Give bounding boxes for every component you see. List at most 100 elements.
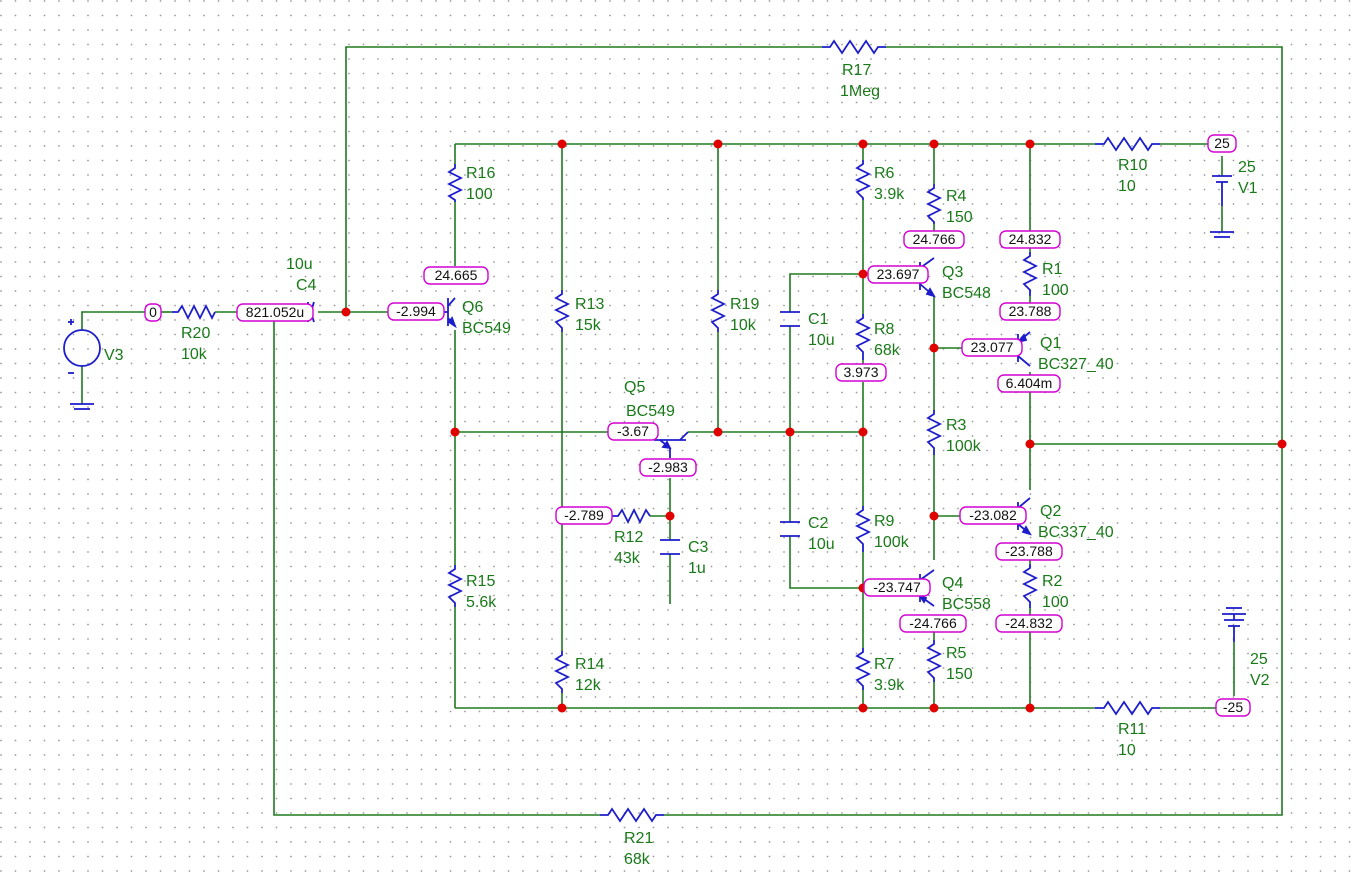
- component-labels: R17 1Meg R16 100 R6 3.9k R4 150 R10 10 2…: [104, 62, 1270, 868]
- voltage-source-v3-symbol: [63, 319, 101, 410]
- voltage-probe[interactable]: -23.788: [995, 542, 1063, 561]
- r10-name: R10: [1118, 157, 1147, 174]
- r21-name: R21: [624, 830, 653, 847]
- r1-value: 100: [1042, 282, 1069, 299]
- voltage-probe[interactable]: 25: [1207, 134, 1237, 153]
- voltage-probes: 0 821.052u 24.665 -2.994 -3.67 -2.983 -2…: [144, 134, 1251, 717]
- resistor-r2-symbol: [1021, 564, 1039, 608]
- voltage-probe[interactable]: -24.832: [995, 614, 1063, 633]
- voltage-probe[interactable]: -24.766: [899, 614, 967, 633]
- r20-name: R20: [181, 325, 210, 342]
- voltage-probe[interactable]: 23.697: [867, 265, 929, 284]
- r15-value: 5.6k: [466, 594, 497, 611]
- transistor-q5-symbol: [654, 431, 689, 458]
- q3-name: Q3: [942, 264, 963, 281]
- r7-value: 3.9k: [874, 677, 905, 694]
- r9-value: 100k: [874, 534, 910, 551]
- resistor-r8-symbol: [854, 314, 872, 360]
- r8-value: 68k: [874, 342, 901, 359]
- voltage-probe[interactable]: 821.052u: [236, 303, 314, 322]
- r15-name: R15: [466, 573, 495, 590]
- c1-name: C1: [808, 311, 829, 328]
- q4-name: Q4: [942, 575, 963, 592]
- q6-name: Q6: [462, 299, 483, 316]
- r14-name: R14: [575, 656, 604, 673]
- r16-name: R16: [466, 165, 495, 182]
- c4-name: C4: [296, 277, 317, 294]
- voltage-value: 821.052u: [246, 304, 304, 320]
- voltage-probe[interactable]: -2.789: [555, 506, 613, 525]
- v1-value: 25: [1238, 159, 1256, 176]
- voltage-probe[interactable]: 0: [144, 303, 162, 322]
- resistor-r7-symbol: [854, 648, 872, 690]
- voltage-probe[interactable]: -2.994: [387, 302, 445, 321]
- voltage-value: -2.789: [564, 507, 604, 523]
- r11-name: R11: [1118, 721, 1146, 738]
- r20-value: 10k: [181, 346, 208, 363]
- resistor-r13-symbol: [553, 290, 571, 332]
- c1-value: 10u: [808, 332, 835, 349]
- resistor-r21-symbol: [600, 807, 664, 823]
- voltage-value: 25: [1214, 135, 1230, 151]
- r13-name: R13: [575, 296, 604, 313]
- capacitor-c1-symbol: [780, 311, 800, 327]
- r17-name: R17: [842, 62, 871, 79]
- voltage-probe[interactable]: 3.973: [835, 363, 887, 382]
- voltage-value: 24.665: [435, 267, 478, 283]
- q5-name: Q5: [624, 379, 645, 396]
- resistor-r11-symbol: [1095, 700, 1160, 716]
- voltage-value: 23.697: [877, 266, 920, 282]
- voltage-probe[interactable]: -2.983: [639, 458, 697, 477]
- voltage-probe[interactable]: -25: [1215, 698, 1251, 717]
- r3-name: R3: [946, 417, 967, 434]
- r8-name: R8: [874, 321, 895, 338]
- r16-value: 100: [466, 186, 493, 203]
- r11-value: 10: [1118, 742, 1136, 759]
- voltage-probe[interactable]: 24.766: [903, 230, 965, 249]
- voltage-probe[interactable]: -23.747: [863, 578, 931, 597]
- voltage-probe[interactable]: 6.404m: [997, 374, 1061, 393]
- r1-name: R1: [1042, 261, 1063, 278]
- r12-name: R12: [614, 529, 643, 546]
- resistor-r16-symbol: [446, 164, 464, 202]
- v2-value: 25: [1250, 651, 1268, 668]
- r14-value: 12k: [575, 677, 602, 694]
- resistor-r17-symbol: [822, 39, 886, 55]
- r5-value: 150: [946, 666, 973, 683]
- v1-name: V1: [1238, 180, 1258, 197]
- voltage-probe[interactable]: 24.665: [423, 266, 489, 285]
- r19-name: R19: [730, 296, 759, 313]
- voltage-value: -23.788: [1005, 543, 1053, 559]
- voltage-value: -3.67: [617, 423, 649, 439]
- c4-value: 10u: [286, 256, 313, 273]
- r19-value: 10k: [730, 317, 757, 334]
- voltage-value: -24.832: [1005, 615, 1053, 631]
- q4-value: BC558: [942, 596, 991, 613]
- voltage-probe[interactable]: 23.077: [961, 338, 1023, 357]
- resistor-r9-symbol: [854, 506, 872, 552]
- r9-name: R9: [874, 513, 895, 530]
- capacitor-c3-symbol: [660, 539, 680, 555]
- q6-value: BC549: [462, 320, 511, 337]
- voltage-value: 0: [149, 304, 157, 320]
- r3-value: 100k: [946, 438, 982, 455]
- voltage-probe[interactable]: -23.082: [959, 506, 1027, 525]
- voltage-probe[interactable]: 24.832: [999, 230, 1061, 249]
- q2-value: BC337_40: [1038, 524, 1114, 541]
- c2-value: 10u: [808, 536, 835, 553]
- battery-v1-symbol: [1210, 175, 1234, 238]
- battery-v2-symbol: [1222, 607, 1246, 642]
- q1-value: BC327_40: [1038, 356, 1114, 373]
- voltage-probe[interactable]: -3.67: [607, 422, 659, 441]
- r21-value: 68k: [624, 851, 651, 868]
- voltage-value: 23.788: [1009, 303, 1052, 319]
- resistor-r5-symbol: [925, 640, 943, 682]
- r7-name: R7: [874, 656, 895, 673]
- q1-name: Q1: [1040, 335, 1061, 352]
- voltage-probe[interactable]: 23.788: [999, 302, 1061, 321]
- r12-value: 43k: [614, 550, 641, 567]
- v2-name: V2: [1250, 672, 1270, 689]
- voltage-value: -2.983: [648, 459, 688, 475]
